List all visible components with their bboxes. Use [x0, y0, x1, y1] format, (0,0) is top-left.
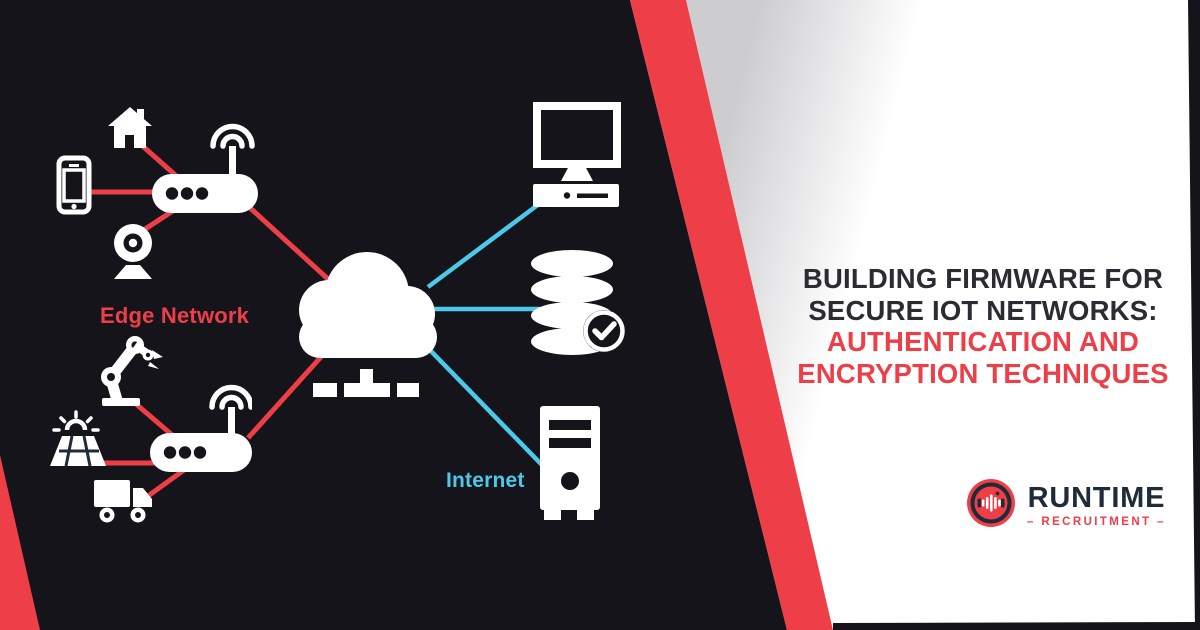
logo-mark-icon [966, 478, 1016, 533]
edge-network-label: Edge Network [100, 303, 250, 328]
logo-text: RUNTIME – RECRUITMENT – [1027, 483, 1166, 528]
logo-tagline: – RECRUITMENT – [1027, 516, 1166, 528]
ip-camera-icon [112, 224, 154, 285]
link-cloud-computer [426, 202, 541, 289]
headline-line-1: BUILDING FIRMWARE FOR [802, 263, 1164, 294]
server-tower-icon [539, 404, 603, 527]
runtime-recruitment-logo: RUNTIME – RECRUITMENT – [966, 478, 1166, 533]
network-switch-icon [313, 368, 419, 403]
wifi-router-icon [152, 120, 258, 218]
link-cloud-server [424, 344, 547, 470]
desktop-computer-icon [533, 102, 621, 214]
secure-database-icon [531, 250, 627, 361]
link-router-cloud [246, 204, 342, 292]
robotic-arm-icon [98, 332, 164, 413]
logo-brand: RUNTIME [1027, 482, 1166, 514]
headline-line-4: ENCRYPTION TECHNIQUES [797, 357, 1169, 389]
headline-line-3: AUTHENTICATION AND [826, 326, 1140, 357]
internet-label: Internet [446, 469, 525, 492]
edge-wifi-router-icon [148, 383, 254, 477]
delivery-truck-icon [94, 478, 154, 529]
headline: BUILDING FIRMWARE FOR SECURE IOT NETWORK… [768, 263, 1198, 389]
link-truck-edge-router [146, 467, 186, 499]
smart-home-icon [108, 107, 152, 153]
checkmark-icon [583, 310, 625, 352]
cloud-icon [289, 246, 441, 365]
smartphone-icon [56, 155, 92, 220]
solar-panel-icon [48, 408, 108, 475]
headline-line-2: SECURE IOT NETWORKS: [808, 294, 1158, 326]
